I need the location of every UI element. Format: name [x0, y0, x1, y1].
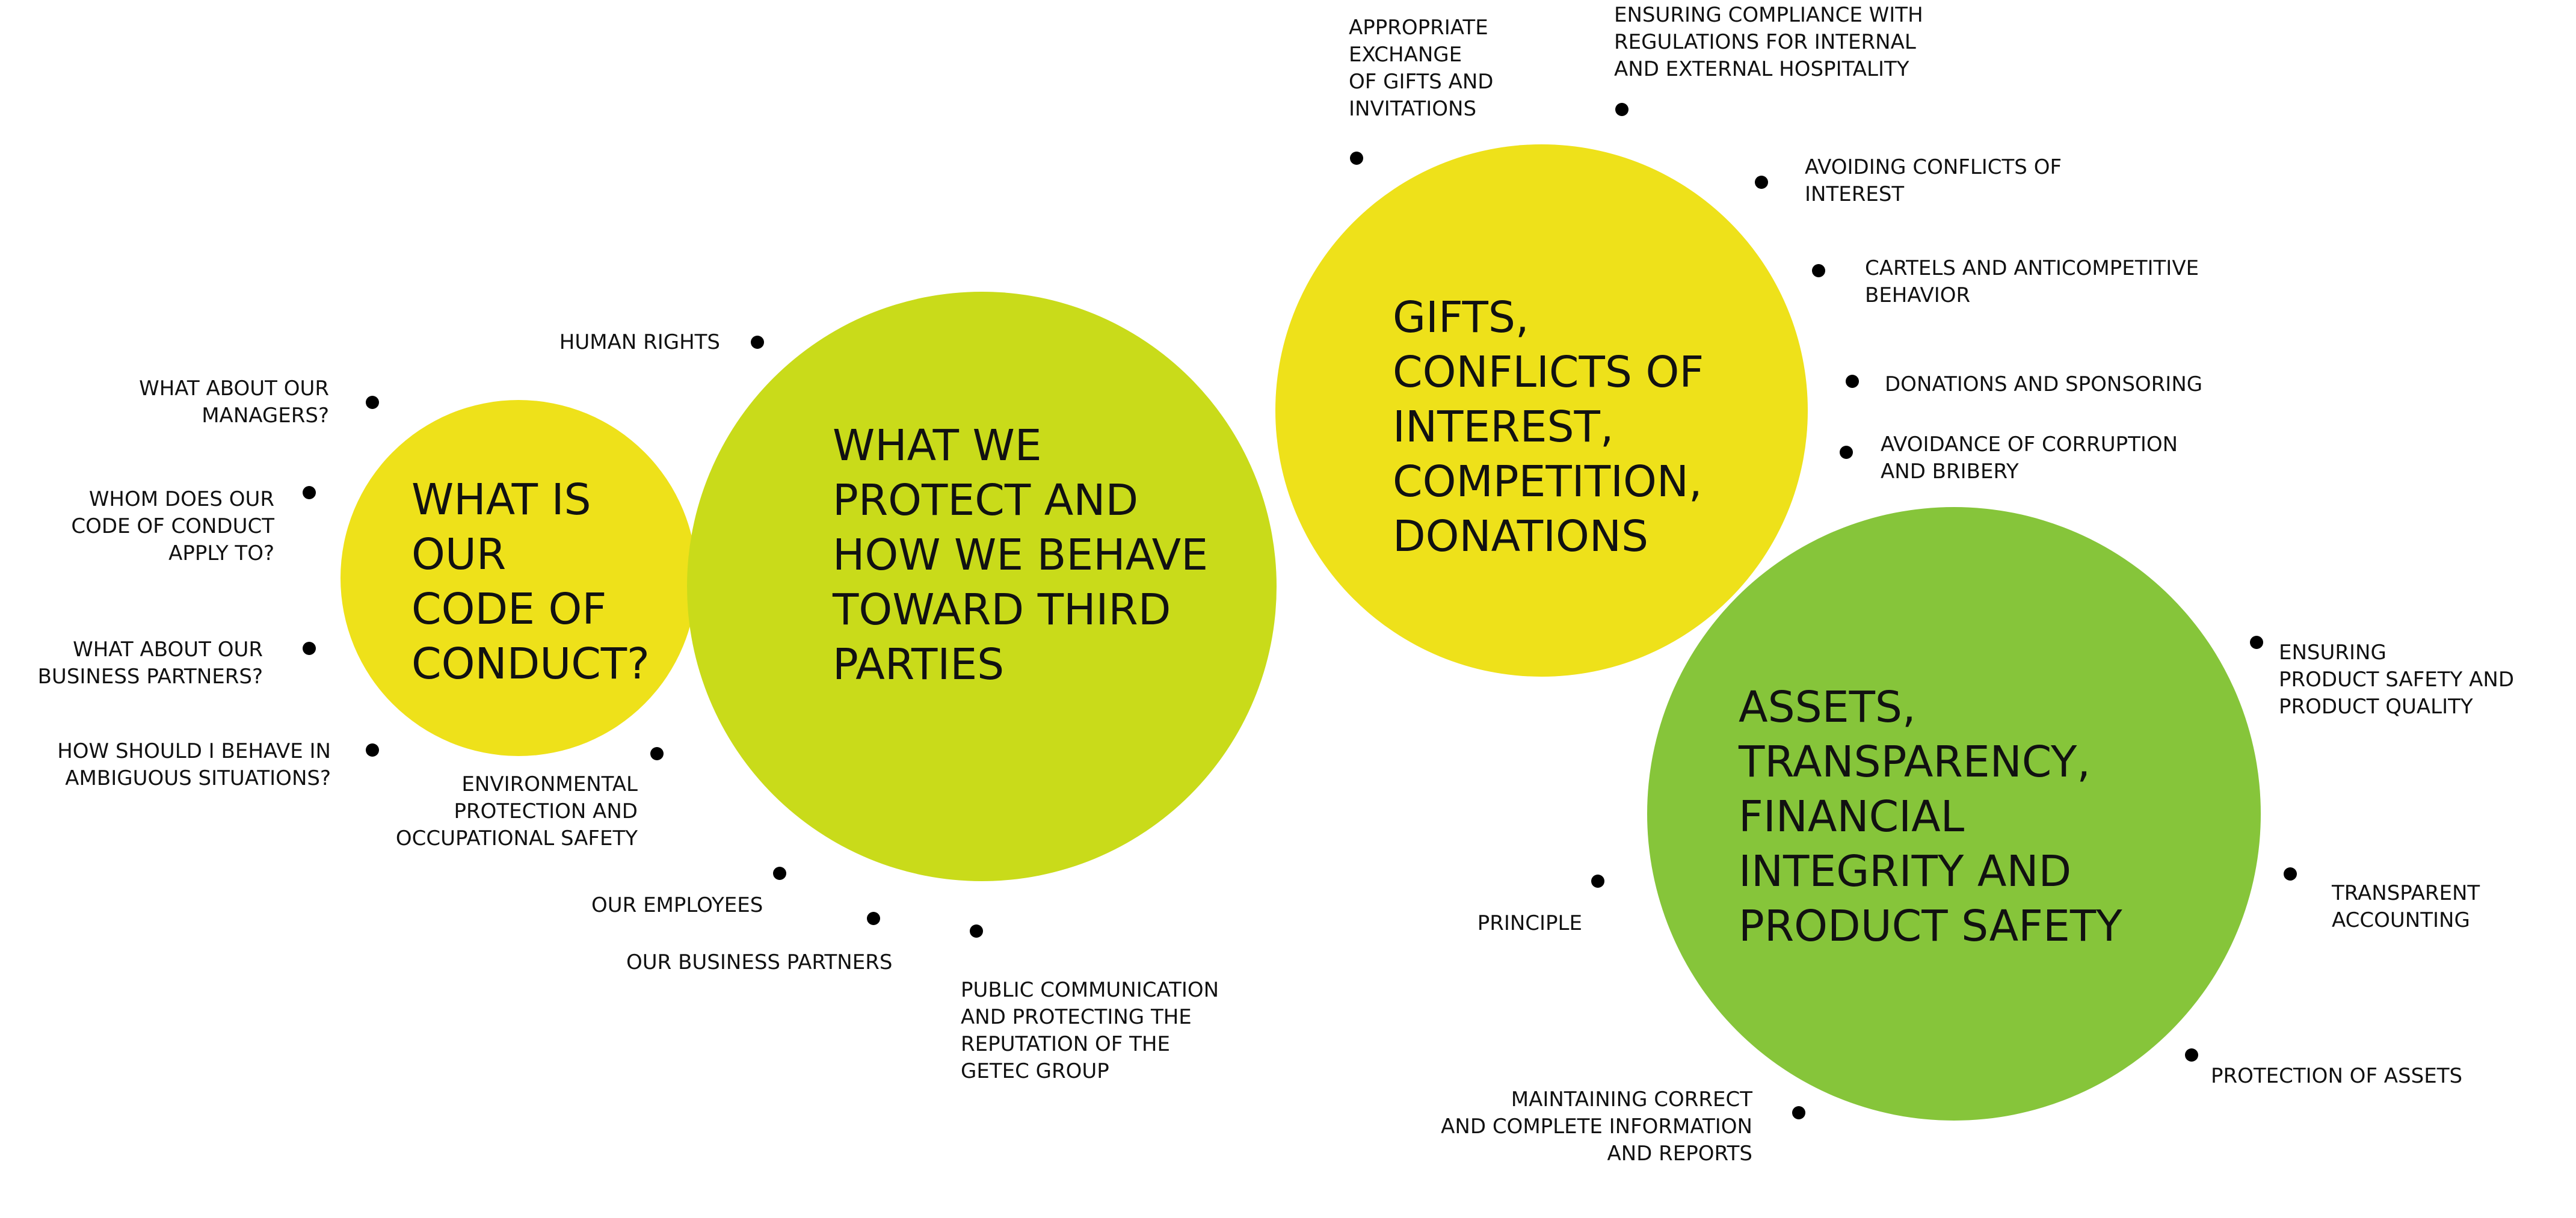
title-code-of-conduct: WHAT IS OUR CODE OF CONDUCT? [411, 475, 650, 689]
dot-whom-applies [303, 486, 316, 499]
label-business-partners-q: WHAT ABOUT OUR BUSINESS PARTNERS? [37, 638, 263, 689]
dot-hospitality [1615, 103, 1628, 116]
dot-donations [1846, 375, 1859, 388]
label-transparent-accounting: TRANSPARENT ACCOUNTING [2332, 881, 2480, 932]
dot-product-safety [2250, 636, 2263, 649]
dot-gifts-exchange [1350, 152, 1363, 165]
dot-our-business-partners [867, 912, 880, 925]
circle-assets [1647, 507, 2261, 1121]
label-whom-applies: WHOM DOES OUR CODE OF CONDUCT APPLY TO? [71, 487, 274, 565]
dot-human-rights [751, 336, 764, 349]
label-principle: PRINCIPLE [1477, 911, 1582, 935]
label-donations: DONATIONS AND SPONSORING [1885, 372, 2203, 396]
label-cartels: CARTELS AND ANTICOMPETITIVE BEHAVIOR [1865, 256, 2199, 307]
circle-code-of-conduct [340, 400, 697, 756]
dot-transparent-accounting [2284, 867, 2297, 881]
label-our-employees: OUR EMPLOYEES [591, 893, 763, 917]
label-product-safety: ENSURING PRODUCT SAFETY AND PRODUCT QUAL… [2279, 641, 2514, 719]
title-protect-behave: WHAT WE PROTECT AND HOW WE BEHAVE TOWARD… [833, 420, 1209, 689]
circle-protect-behave [687, 292, 1277, 881]
dot-public-communication [970, 924, 983, 938]
dot-maintaining-info [1792, 1106, 1805, 1119]
label-ambiguous: HOW SHOULD I BEHAVE IN AMBIGUOUS SITUATI… [57, 739, 331, 790]
dot-corruption [1840, 446, 1853, 459]
dot-managers [366, 396, 379, 409]
label-managers: WHAT ABOUT OUR MANAGERS? [139, 377, 329, 428]
label-our-business-partners: OUR BUSINESS PARTNERS [626, 950, 893, 974]
label-environmental: ENVIRONMENTAL PROTECTION AND OCCUPATIONA… [395, 772, 638, 850]
dot-ambiguous [366, 743, 379, 757]
label-human-rights: HUMAN RIGHTS [559, 330, 720, 354]
label-conflicts: AVOIDING CONFLICTS OF INTEREST [1805, 155, 2062, 206]
circle-gifts [1275, 144, 1808, 677]
label-protection-assets: PROTECTION OF ASSETS [2211, 1064, 2463, 1088]
title-assets: ASSETS, TRANSPARENCY, FINANCIAL INTEGRIT… [1739, 682, 2122, 951]
dot-conflicts [1755, 176, 1768, 189]
label-corruption: AVOIDANCE OF CORRUPTION AND BRIBERY [1881, 432, 2178, 484]
dot-principle [1591, 875, 1604, 888]
label-gifts-exchange: APPROPRIATE EXCHANGE OF GIFTS AND INVITA… [1349, 16, 1494, 121]
dot-our-employees [773, 867, 786, 880]
title-gifts: GIFTS, CONFLICTS OF INTEREST, COMPETITIO… [1393, 292, 1704, 561]
dot-business-partners-q [303, 642, 316, 655]
label-public-communication: PUBLIC COMMUNICATION AND PROTECTING THE … [961, 978, 1219, 1083]
label-maintaining-info: MAINTAINING CORRECT AND COMPLETE INFORMA… [1441, 1087, 1752, 1166]
dot-environmental [650, 747, 664, 760]
label-hospitality: ENSURING COMPLIANCE WITH REGULATIONS FOR… [1614, 3, 1923, 81]
dot-protection-assets [2185, 1048, 2198, 1062]
dot-cartels [1812, 264, 1825, 277]
